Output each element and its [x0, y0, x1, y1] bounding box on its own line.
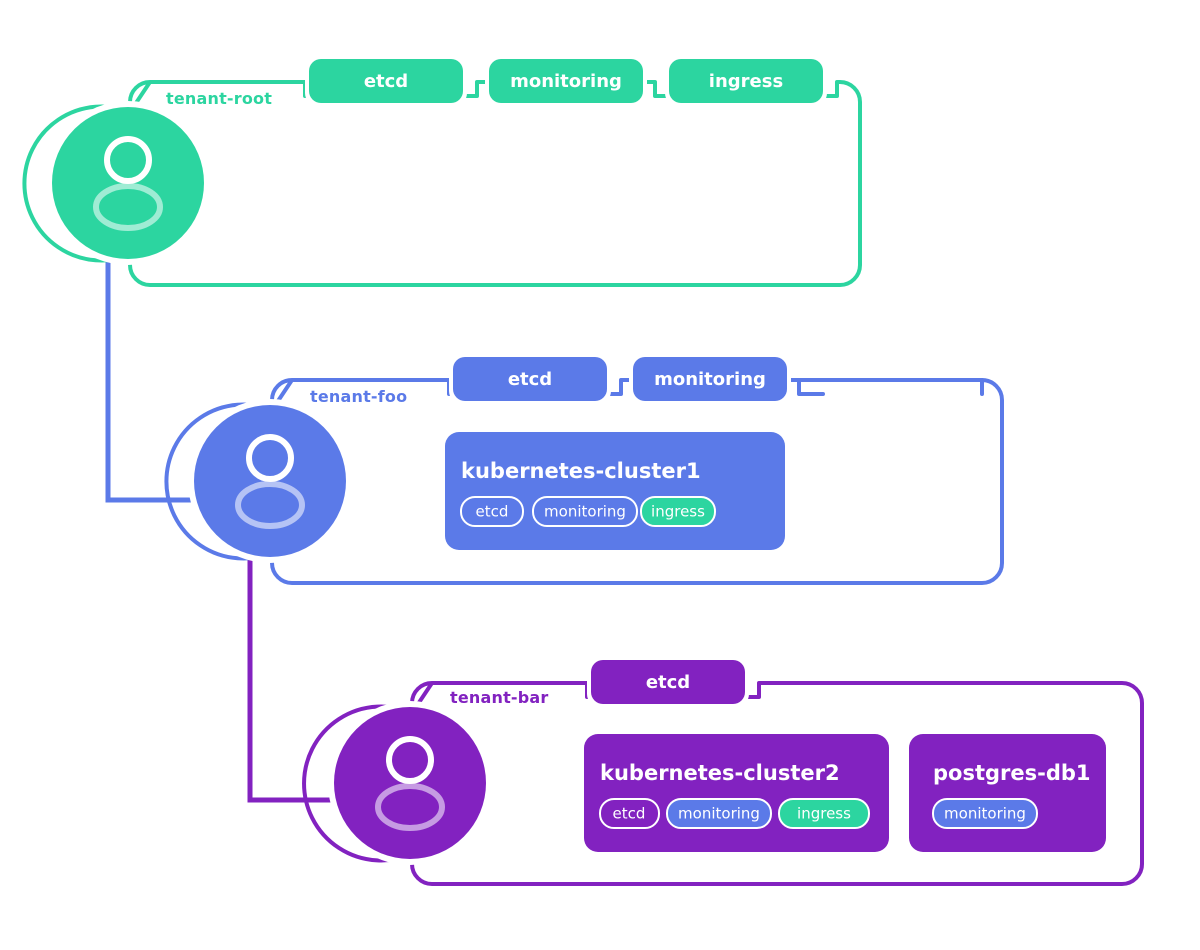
tenant-root-avatar-bulge [22, 104, 132, 263]
chip-ingress[interactable]: ingress [778, 798, 870, 829]
badge-label: monitoring [510, 71, 622, 92]
badge-label: etcd [508, 369, 552, 390]
connector-foo-to-bar [247, 558, 342, 803]
connector-root-to-foo [105, 258, 200, 503]
tenant-root-label: tenant-root [166, 89, 272, 108]
chip-label: ingress [797, 805, 851, 823]
user-avatar-icon [93, 136, 163, 231]
tenant-root-badge-monitoring[interactable]: monitoring [485, 55, 647, 107]
chip-etcd[interactable]: etcd [599, 798, 660, 829]
tenant-root-badge-ingress[interactable]: ingress [665, 55, 827, 107]
badge-label: etcd [364, 71, 408, 92]
tenant-foo-label: tenant-foo [310, 387, 407, 406]
chip-monitoring[interactable]: monitoring [666, 798, 772, 829]
chip-monitoring[interactable]: monitoring [932, 798, 1038, 829]
tenant-bar-label: tenant-bar [450, 688, 549, 707]
card-title: postgres-db1 [933, 761, 1091, 785]
chip-label: etcd [476, 503, 509, 521]
tenant-group-foo[interactable]: tenant-foo etcd monitoring kubernetes-cl… [164, 353, 1004, 585]
tenant-root-container-border [128, 80, 862, 287]
chip-monitoring[interactable]: monitoring [532, 496, 638, 527]
tenant-group-root[interactable]: tenant-root etcd monitoring ingress [22, 55, 862, 287]
tenant-foo-badge-etcd[interactable]: etcd [449, 353, 611, 405]
chip-label: monitoring [678, 805, 760, 823]
tenant-root-badge-etcd[interactable]: etcd [305, 55, 467, 107]
chip-label: monitoring [544, 503, 626, 521]
chip-label: ingress [651, 503, 705, 521]
tenant-foo-avatar-bulge [164, 402, 274, 561]
tenant-group-bar[interactable]: tenant-bar etcd kubernetes-cluster2 etcd… [302, 656, 1144, 886]
chip-label: etcd [613, 805, 646, 823]
badge-label: monitoring [654, 369, 766, 390]
resource-card-postgres-db1[interactable]: postgres-db1 monitoring [909, 734, 1106, 852]
tenant-foo-badge-monitoring[interactable]: monitoring [629, 353, 791, 405]
chip-etcd[interactable]: etcd [460, 496, 524, 527]
chip-ingress[interactable]: ingress [640, 496, 716, 527]
tenant-bar-badge-etcd[interactable]: etcd [587, 656, 749, 708]
user-avatar-icon [375, 736, 445, 831]
resource-card-kubernetes-cluster2[interactable]: kubernetes-cluster2 etcd monitoring ingr… [584, 734, 889, 852]
resource-card-kubernetes-cluster1[interactable]: kubernetes-cluster1 etcd monitoring ingr… [445, 432, 785, 550]
tenant-bar-avatar-bulge [302, 704, 414, 863]
badge-label: ingress [709, 71, 783, 92]
card-title: kubernetes-cluster2 [600, 761, 840, 785]
badge-label: etcd [646, 672, 690, 693]
card-title: kubernetes-cluster1 [461, 459, 701, 483]
chip-label: monitoring [944, 805, 1026, 823]
user-avatar-icon [235, 434, 305, 529]
